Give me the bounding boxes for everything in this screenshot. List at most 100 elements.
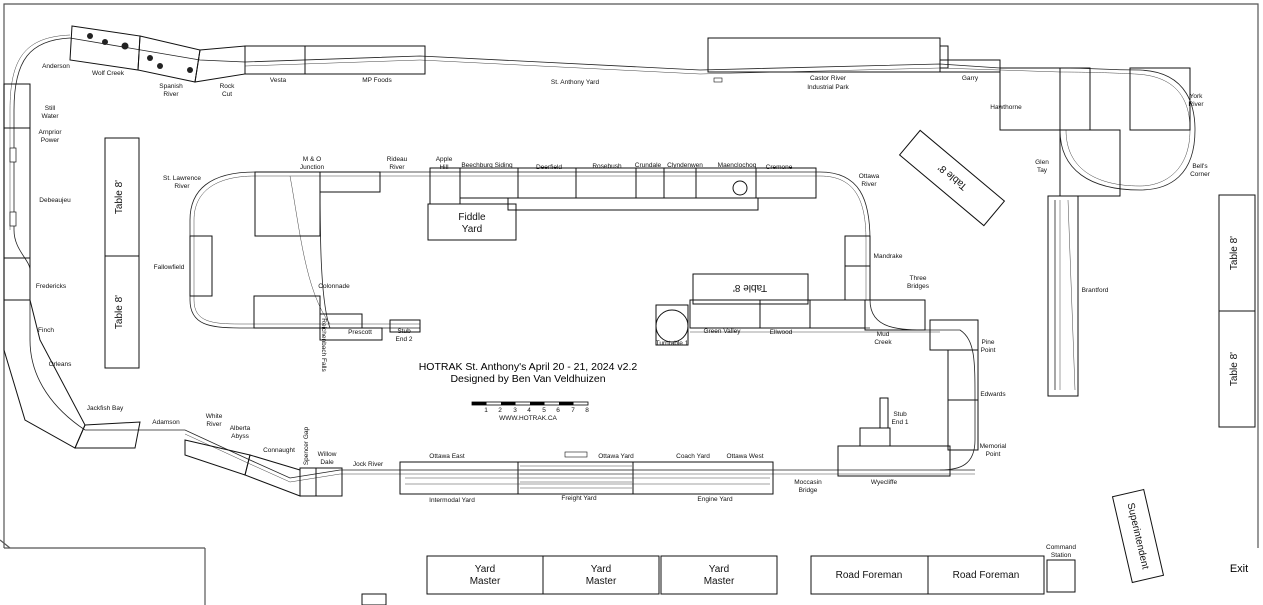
inner-loop (189, 171, 976, 471)
label-fallowfield: Fallowfield (154, 264, 185, 271)
label-fredericks: Fredericks (36, 283, 67, 290)
location-labels: Anderson Wolf Creek Spanish River Rock C… (36, 63, 1211, 504)
label-jackfish-bay: Jackfish Bay (87, 405, 124, 412)
label-glen-tay: Glen (1035, 159, 1049, 166)
yard-master-label: Master (470, 576, 501, 587)
yard-master-label: Yard (475, 564, 495, 575)
label-ottawa-yard: Ottawa Yard (598, 453, 634, 460)
label-york-river: York (1190, 93, 1204, 100)
label-mud-creek: Creek (874, 339, 892, 346)
label-pine-point: Pine (981, 339, 994, 346)
label-debeaujeu: Debeaujeu (39, 197, 71, 204)
label-memorial-point: Point (986, 451, 1001, 458)
label-castor-river: Castor River (810, 75, 847, 82)
title-line2: Designed by Ben Van Veldhuizen (450, 373, 605, 385)
label-wyecliffe: Wyecliffe (871, 479, 898, 486)
table-label-angled: Table 8' (936, 162, 969, 192)
label-coach-yard: Coach Yard (676, 453, 710, 460)
table-angled (898, 129, 1006, 227)
yard-master-label: Yard (709, 564, 729, 575)
label-beechburg-siding: Beechburg Siding (461, 162, 513, 169)
top-yard-modules (244, 37, 1001, 83)
station-labels: Yard Master Yard Master Yard Master Road… (470, 502, 1248, 587)
table-label-left-bottom: Table 8' (114, 295, 125, 329)
label-stub-end-1: Stub (893, 411, 907, 418)
yard-master-label: Master (586, 576, 617, 587)
table-label-center: Table 8' (733, 282, 767, 293)
label-ottawa-river: River (861, 181, 877, 188)
scale-tick: 5 (542, 407, 546, 414)
label-prescott: Prescott (348, 329, 372, 336)
table-center (692, 273, 809, 305)
label-rideau-river: River (389, 164, 405, 171)
label-stub-end-1: End 1 (892, 419, 909, 426)
label-rock-cut: Cut (222, 91, 232, 98)
road-foreman-label: Road Foreman (836, 570, 903, 581)
label-moccasin-bridge: Moccasin (794, 479, 822, 486)
title-line1: HOTRAK St. Anthony's April 20 - 21, 2024… (419, 361, 638, 373)
label-clyndenwen: Clyndenwen (667, 162, 703, 169)
website: WWW.HOTRAK.CA (499, 415, 557, 422)
label-bells-corner: Bell's (1192, 163, 1208, 170)
label-rideau-river: Rideau (387, 156, 408, 163)
inner-modules (189, 167, 979, 477)
label-moccasin-bridge: Bridge (799, 487, 818, 494)
label-orleans: Orleans (49, 361, 73, 368)
label-hawthorne: Hawthorne (990, 104, 1022, 111)
command-station-label: Command (1046, 544, 1076, 551)
label-alberta-abyss: Abyss (231, 433, 249, 440)
superintendent-label: Superintendent (1125, 502, 1151, 571)
label-wolf-creek: Wolf Creek (92, 70, 125, 77)
label-castor-river: Industrial Park (807, 84, 849, 91)
label-colonnade: Colonnade (318, 283, 350, 290)
label-ellwood: Ellwood (770, 329, 793, 336)
room-walls (0, 3, 1259, 605)
scale-tick: 6 (556, 407, 560, 414)
label-mp-foods: MP Foods (362, 77, 392, 84)
scale-tick: 8 (585, 407, 589, 414)
label-reichenbach-falls: Reichenbach Falls (320, 318, 327, 372)
label-jock-river: Jock River (353, 461, 384, 468)
table-label-right-top: Table 8' (1229, 236, 1240, 270)
scale-tick: 4 (527, 407, 531, 414)
label-bells-corner: Corner (1190, 171, 1211, 178)
label-arnprior: Power (41, 137, 60, 144)
label-mo-junction: M & O (303, 156, 321, 163)
label-rock-cut: Rock (220, 83, 236, 90)
label-ottawa-west: Ottawa West (726, 453, 763, 460)
label-spanish-river: Spanish (159, 83, 183, 90)
label-york-river: River (1188, 101, 1204, 108)
label-stub-end-2: End 2 (396, 336, 413, 343)
label-cremone: Cremone (766, 164, 793, 171)
yard-master-label: Master (704, 576, 735, 587)
table-right-bottom (1218, 310, 1256, 428)
label-freight-yard: Freight Yard (561, 495, 597, 502)
staff-stations (361, 488, 1165, 605)
label-adamson: Adamson (152, 419, 180, 426)
label-mandrake: Mandrake (874, 253, 903, 260)
road-foreman-label: Road Foreman (953, 570, 1020, 581)
label-still-water: Still (45, 105, 56, 112)
label-apple-hill: Apple (436, 156, 453, 163)
label-green-valley: Green Valley (703, 328, 741, 335)
label-st-anthony-yard: St. Anthony Yard (551, 79, 600, 86)
scale-bar (471, 401, 589, 406)
label-crundale: Crundale (635, 162, 662, 169)
label-finch: Finch (38, 327, 54, 334)
label-pine-point: Point (981, 347, 996, 354)
outer-mainline (9, 34, 1196, 483)
label-spencer-gap: Spencer Gap (303, 426, 310, 465)
label-white-river: White (206, 413, 223, 420)
label-rosebush: Rosebush (592, 163, 622, 170)
label-willow-dale: Willow (318, 451, 337, 458)
label-anderson: Anderson (42, 63, 70, 70)
table-left-bottom (104, 255, 140, 369)
label-turntable-1: Turntable 1 (656, 340, 689, 347)
label-engine-yard: Engine Yard (697, 496, 733, 503)
tables (104, 129, 1256, 428)
label-arnprior: Arnprior (38, 129, 62, 136)
label-apple-hill: Hill (439, 164, 449, 171)
label-fiddle-yard: Fiddle (458, 212, 486, 223)
label-st-lawrence: River (174, 183, 190, 190)
